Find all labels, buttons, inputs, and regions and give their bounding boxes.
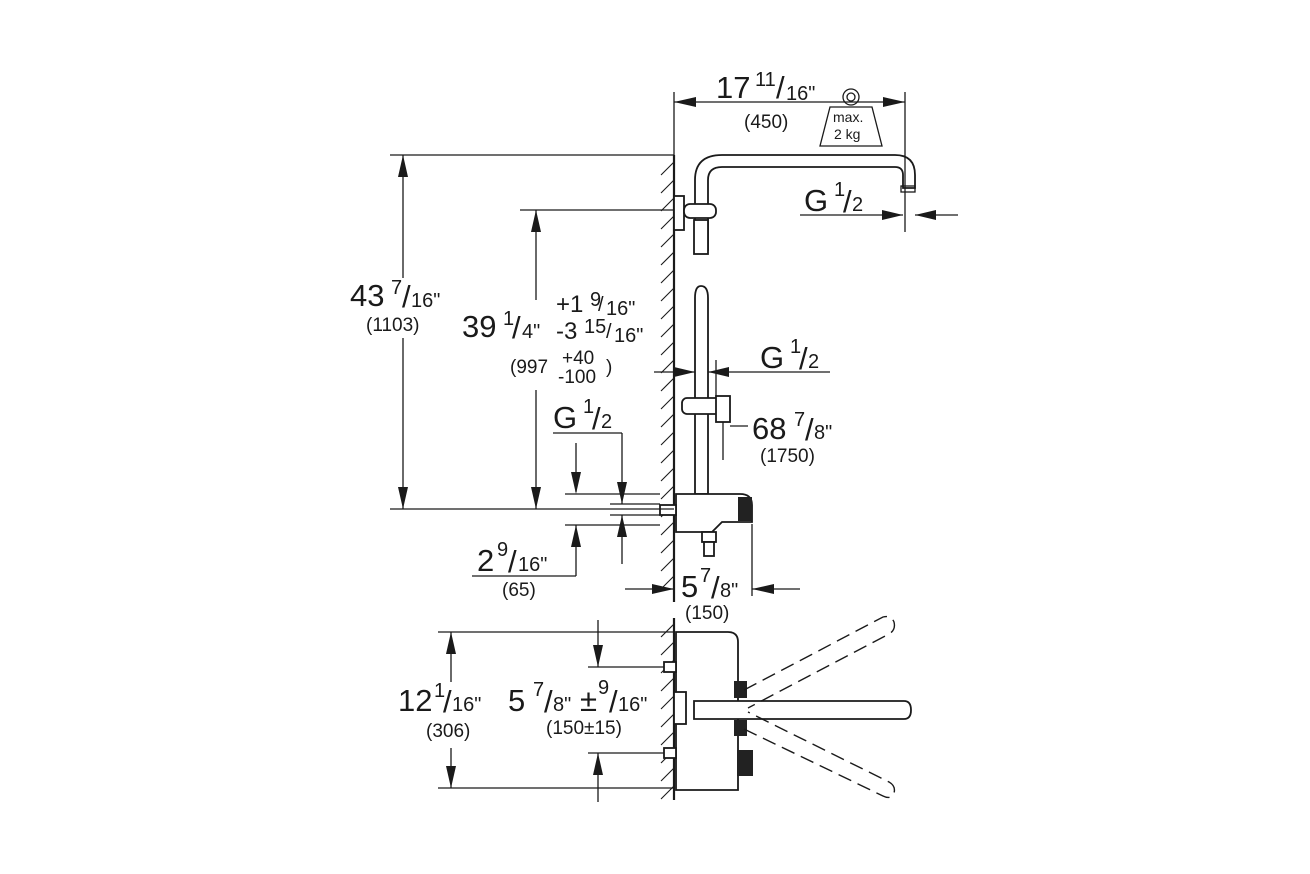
inlet-spacing-den: 8"	[553, 694, 572, 716]
thermostat-side	[659, 493, 753, 557]
inlet-thread-g: G	[553, 400, 578, 435]
dim-inlet-spacing	[588, 620, 664, 802]
arm-height-plus-num: 9	[590, 289, 602, 311]
hose-length-den: 8"	[814, 422, 833, 444]
arm-height-mm-close: )	[606, 357, 613, 378]
outlet-thread-slash: /	[843, 184, 852, 219]
inlet-spacing-slash: /	[544, 684, 553, 719]
arm-height-slash: /	[512, 310, 521, 345]
arm-height-num: 1	[503, 308, 515, 330]
wall-upper	[660, 155, 676, 602]
inlet-offset-whole: 2	[477, 543, 495, 578]
arm-height-plus-den: 16"	[606, 298, 636, 320]
weight-icon	[819, 88, 883, 147]
body-height-mm: (306)	[426, 721, 471, 742]
total-height-num: 7	[391, 277, 403, 299]
hose-length-num: 7	[794, 409, 806, 431]
arm-height-plus-whole: +1	[556, 291, 584, 318]
hose-length-slash: /	[805, 412, 814, 447]
arm-height-minus-whole: -3	[556, 318, 578, 345]
arm-height-minus-num: 15	[584, 316, 607, 338]
hose-length-whole: 68	[752, 411, 787, 446]
width-top-whole: 17	[716, 70, 751, 105]
dim-width-top	[673, 92, 906, 232]
total-height-slash: /	[402, 279, 411, 314]
inlet-offset-slash: /	[508, 544, 517, 579]
inlet-thread-num: 1	[583, 396, 595, 418]
width-top-num: 11	[755, 69, 776, 91]
total-height-mm: (1103)	[366, 315, 420, 336]
dim-body-height	[438, 631, 674, 789]
outlet-thread-g: G	[804, 183, 829, 218]
inlet-spacing-num: 7	[533, 679, 545, 701]
slide-rail	[681, 285, 731, 495]
inlet-thread-den: 2	[601, 411, 613, 433]
inlet-spacing-num2: 9	[598, 677, 610, 699]
arm-height-mm-plus: +40	[562, 348, 595, 369]
arm-height-whole: 39	[462, 309, 497, 344]
arm-height-minus-slash: /	[606, 321, 612, 343]
body-height-num: 1	[434, 680, 446, 702]
body-height-whole: 12	[398, 683, 433, 718]
outlet-thread-num: 1	[834, 179, 846, 201]
inlet-spacing-whole: 5	[508, 683, 526, 718]
arm-height-mm-minus: -100	[558, 367, 597, 388]
rail-thread-den: 2	[808, 351, 820, 373]
wall-lower	[660, 618, 676, 800]
shower-arm	[673, 154, 916, 255]
thermostat-plan	[663, 615, 912, 799]
dim-rail-thread	[654, 360, 830, 396]
body-height-den: 16"	[452, 694, 482, 716]
weight-line2: 2 kg	[834, 126, 861, 142]
total-height-whole: 43	[350, 278, 385, 313]
inlet-offset-mm: (65)	[502, 580, 536, 601]
projection-num: 7	[700, 565, 712, 587]
inlet-spacing-mm: (150±15)	[546, 718, 622, 739]
inlet-spacing-pm: ±	[580, 683, 598, 718]
inlet-offset-num: 9	[497, 539, 509, 561]
weight-line1: max.	[833, 109, 864, 125]
width-top-den: 16"	[786, 83, 816, 105]
projection-slash: /	[711, 570, 720, 605]
hose-length-mm: (1750)	[760, 446, 815, 467]
projection-mm: (150)	[685, 603, 730, 624]
inlet-spacing-den2: 16"	[618, 694, 648, 716]
dim-outlet-thread	[800, 210, 958, 220]
rail-thread-g: G	[760, 340, 785, 375]
arm-height-den: 4"	[522, 321, 541, 343]
width-top-slash: /	[776, 70, 785, 105]
rail-thread-num: 1	[790, 336, 802, 358]
dim-inlet	[472, 432, 660, 577]
outlet-thread-den: 2	[852, 194, 864, 216]
dim-arm-height	[520, 209, 674, 509]
dim-projection	[625, 524, 800, 596]
total-height-den: 16"	[411, 290, 441, 312]
dim-total-height	[390, 154, 674, 510]
inlet-offset-den: 16"	[518, 554, 548, 576]
inlet-spacing-slash2: /	[609, 684, 618, 719]
arm-height-plus-slash: /	[598, 294, 604, 316]
inlet-thread-slash: /	[592, 401, 601, 436]
rail-thread-slash: /	[799, 341, 808, 376]
width-top-mm: (450)	[744, 112, 789, 133]
projection-whole: 5	[681, 569, 699, 604]
arm-height-mm-base: (997	[510, 357, 549, 378]
projection-den: 8"	[720, 580, 739, 602]
body-height-slash: /	[443, 684, 452, 719]
arm-height-minus-den: 16"	[614, 325, 644, 347]
